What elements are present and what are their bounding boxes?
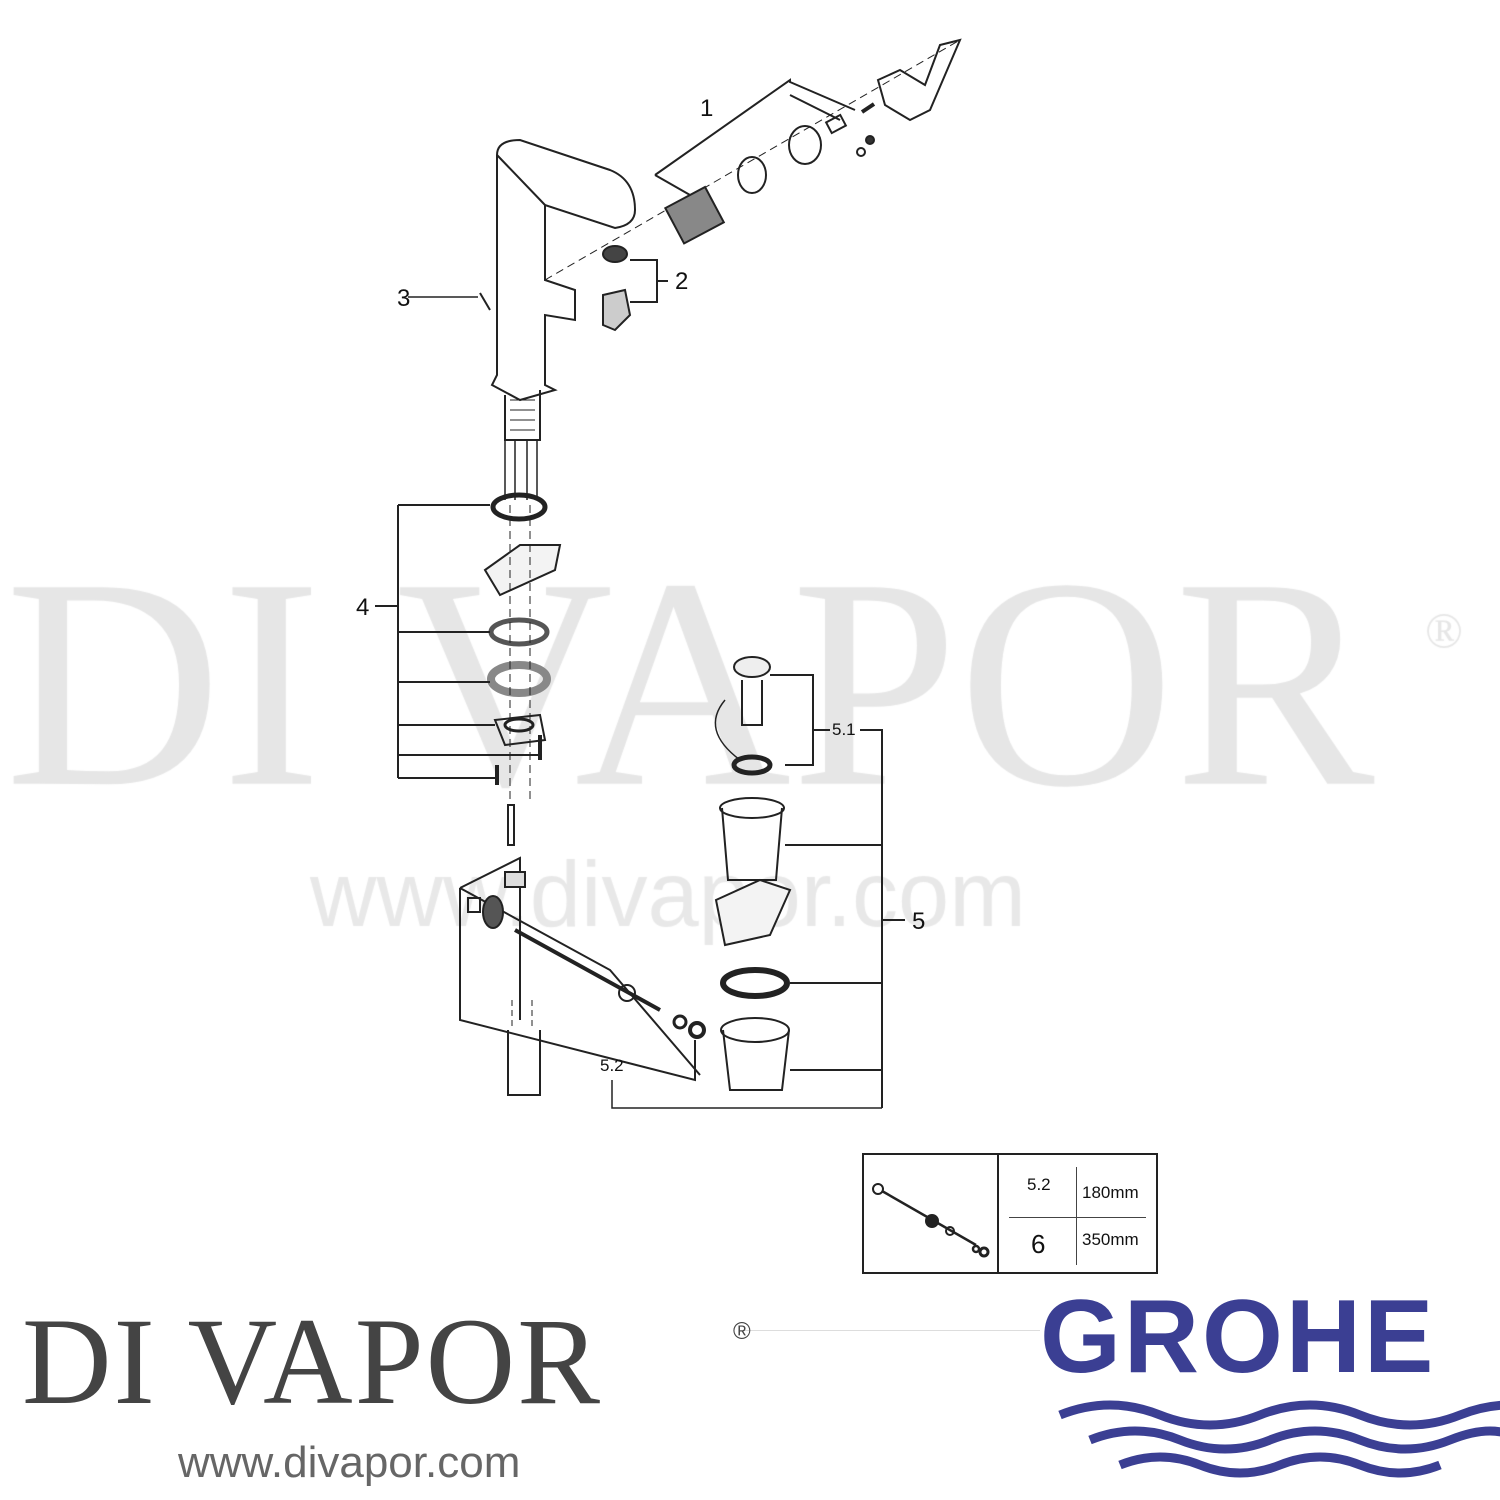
table-item-0: 5.2: [1027, 1175, 1051, 1194]
callout-2: 2: [675, 268, 689, 295]
grohe-logo: GROHE: [1040, 1279, 1437, 1395]
divapor-registered: ®: [733, 1318, 751, 1345]
spec-table: 5.2 180mm 6 350mm: [862, 1153, 1158, 1274]
table-length-0: 180mm: [1082, 1183, 1139, 1202]
callout-3: 3: [397, 285, 411, 312]
divapor-logo: DI VAPOR: [22, 1293, 602, 1430]
callout-5-2: 5.2: [600, 1056, 624, 1075]
callout-1: 1: [700, 95, 714, 122]
waste-assembly: [714, 656, 905, 1108]
mounting-kit: [375, 492, 562, 846]
table-length-1: 350mm: [1082, 1230, 1139, 1249]
callout-5-1: 5.1: [832, 720, 856, 739]
table-item-1: 6: [1031, 1229, 1046, 1259]
callout-4: 4: [356, 594, 370, 621]
cartridge-parts: [544, 38, 962, 281]
divapor-url[interactable]: www.divapor.com: [178, 1438, 521, 1487]
pop-up-rod: [459, 856, 882, 1109]
tap-body: [479, 138, 637, 500]
callout-5: 5: [912, 908, 926, 935]
divider: [740, 1330, 1040, 1331]
aerator-parts: [408, 245, 668, 332]
rod-icon: [872, 1183, 990, 1258]
